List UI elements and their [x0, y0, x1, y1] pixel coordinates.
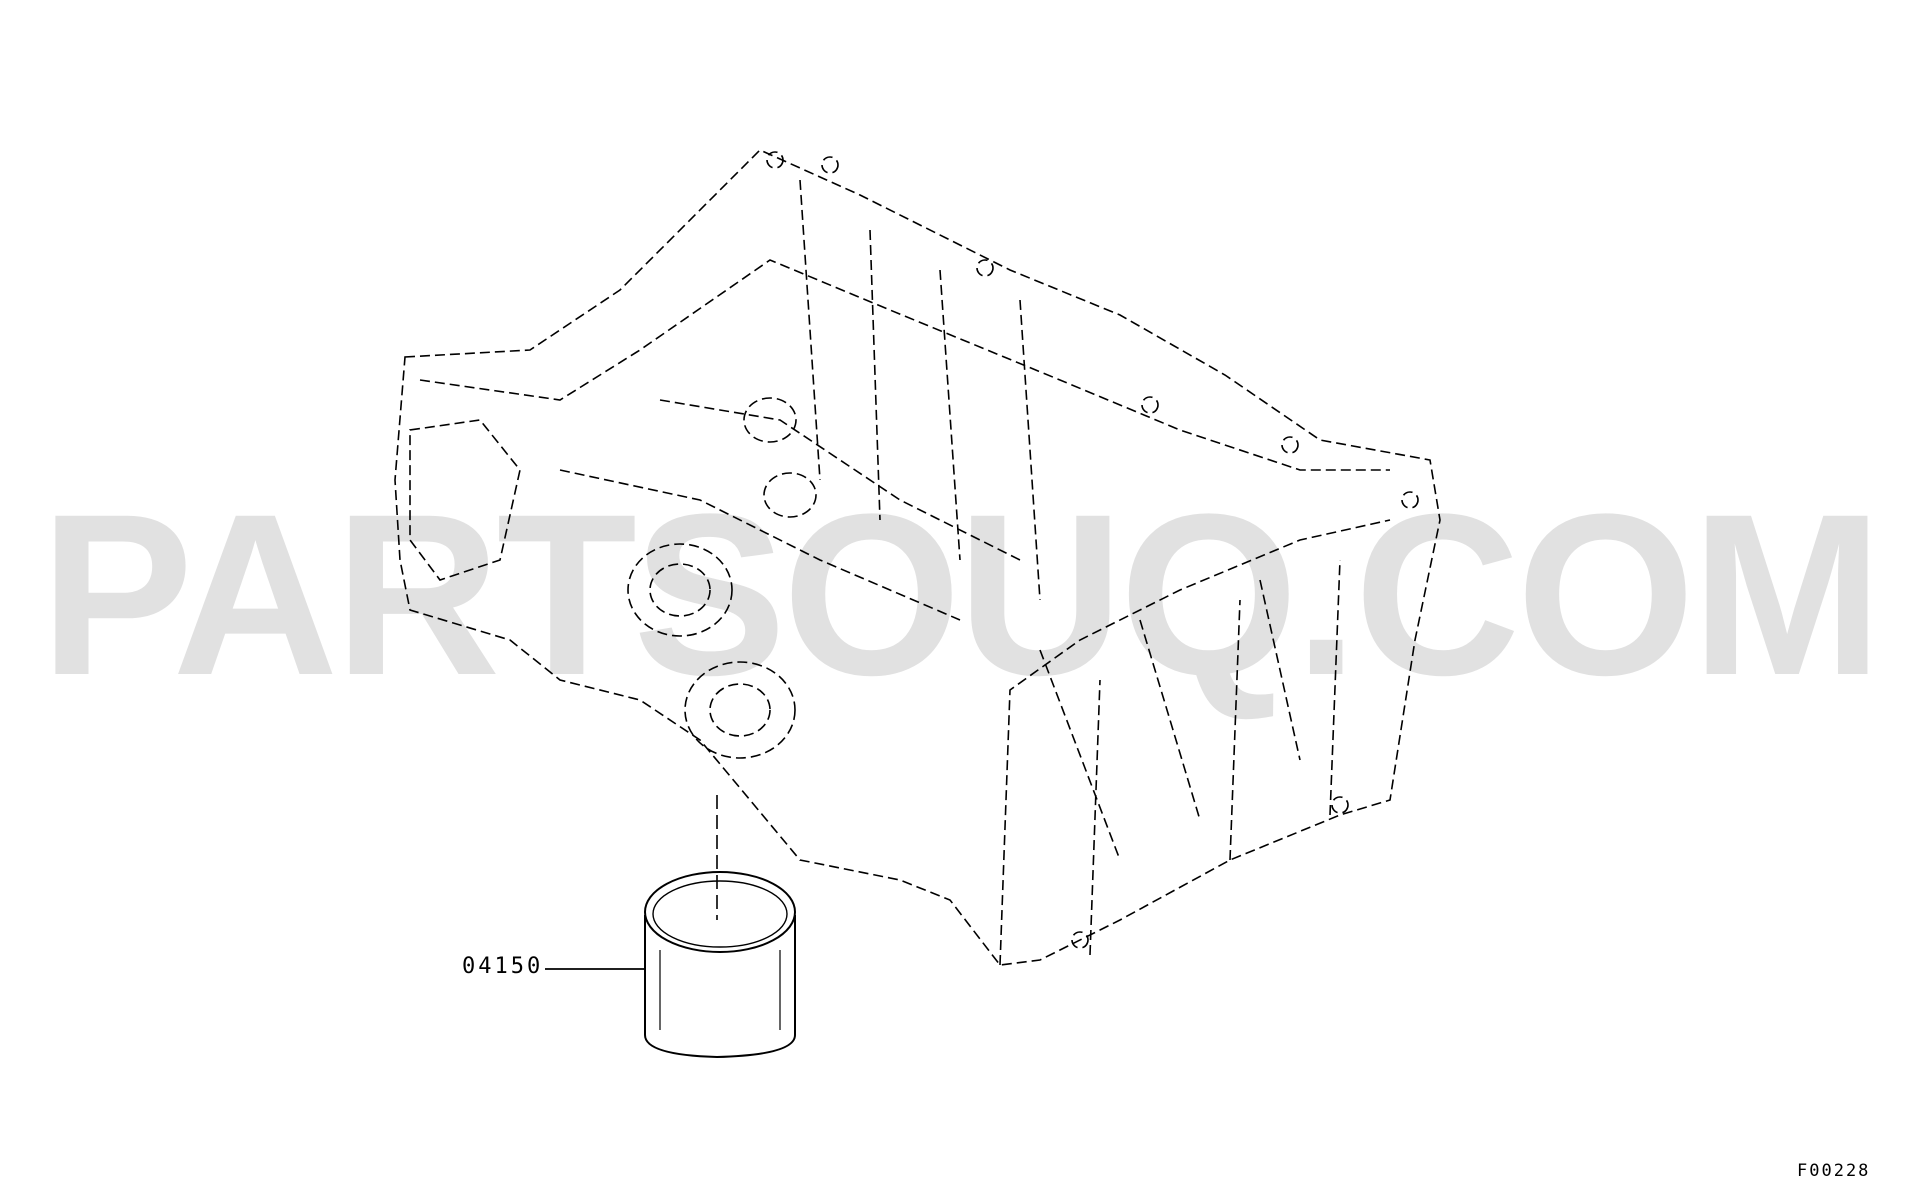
watermark: PARTSOUQ.COM: [40, 466, 1883, 723]
cylinder-block-outline: [394, 149, 1441, 966]
part-number-label[interactable]: 04150: [462, 954, 544, 979]
figure-code: F00228: [1797, 1161, 1871, 1181]
oil-filter: [644, 871, 796, 1059]
